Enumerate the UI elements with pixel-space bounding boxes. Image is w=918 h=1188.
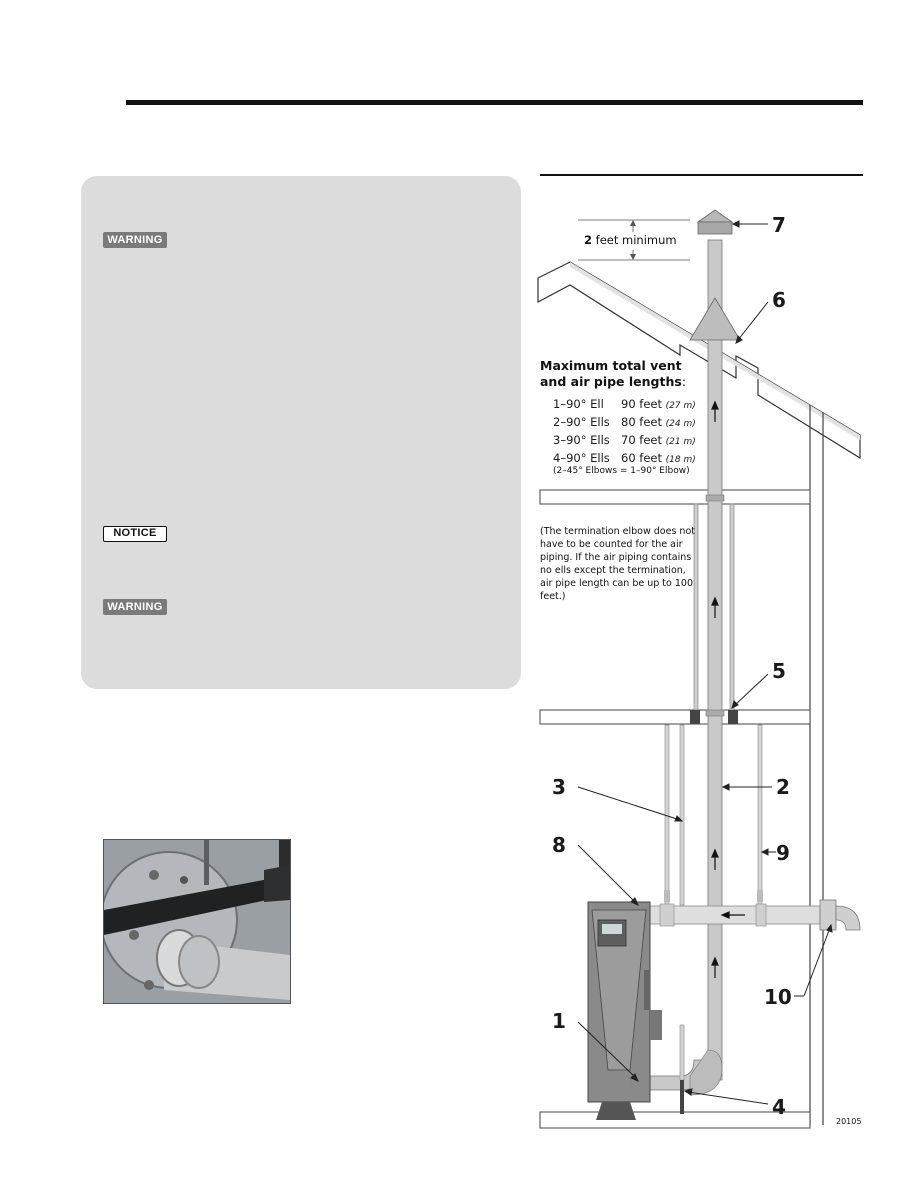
callout-label: 3 (552, 775, 566, 799)
header-rule (126, 100, 863, 105)
callout-label: 6 (772, 288, 786, 312)
elbow-equivalence-note: (2–45° Elbows = 1–90° Elbow) (553, 466, 690, 476)
callout-label: 9 (776, 841, 790, 865)
warning-badge: WARNING (103, 599, 167, 615)
termination-note: (The termination elbow does not have to … (540, 526, 695, 602)
notice-badge: NOTICE (103, 526, 167, 542)
callout-label: 10 (764, 985, 792, 1009)
callout-label: 2 (776, 775, 790, 799)
callout-label: 1 (552, 1009, 566, 1033)
vent-installation-diagram: 7 6 5 3 2 8 9 10 1 4 (530, 190, 880, 1144)
callout-label: 8 (552, 833, 566, 857)
clearance-note: 2 feet minimum (584, 233, 677, 247)
figure-code: 20105 (836, 1117, 862, 1126)
vent-connection-photo (103, 839, 291, 1004)
figure-rule (540, 174, 863, 176)
warning-badge: WARNING (103, 232, 167, 248)
callout-label: 5 (772, 659, 786, 683)
max-lengths-title: Maximum total vent and air pipe lengths: (540, 358, 687, 389)
warning-panel: WARNING NOTICE WARNING (81, 176, 521, 689)
callout-label: 4 (772, 1095, 786, 1119)
callout-label: 7 (772, 213, 786, 237)
